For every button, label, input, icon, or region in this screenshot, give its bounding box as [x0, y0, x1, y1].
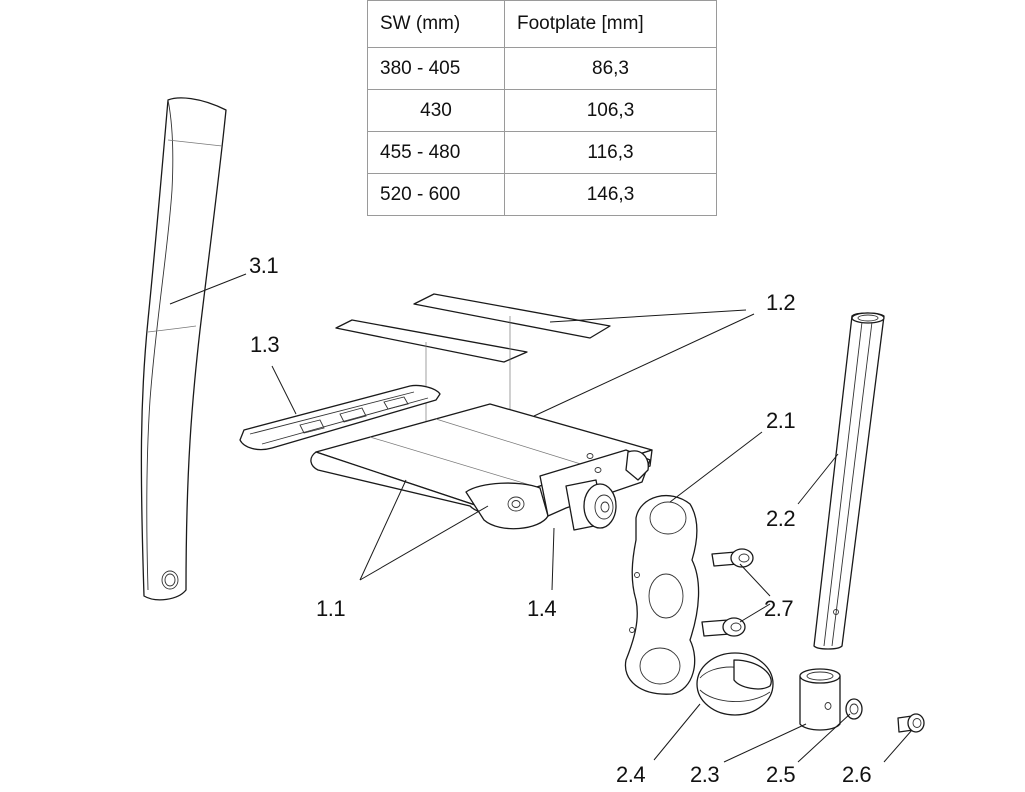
- part-1-4-roller: [565, 479, 617, 531]
- cell-footplate: 146,3: [504, 173, 717, 216]
- cell-footplate: 116,3: [504, 131, 717, 174]
- part-2-1-bracket: [624, 494, 700, 695]
- cell-sw: 520 - 600: [367, 173, 505, 216]
- part-2-7-bolts: [701, 548, 754, 637]
- table-header-row: SW (mm) Footplate [mm]: [367, 0, 717, 48]
- callout-2-3: 2.3: [690, 762, 719, 787]
- callout-1-4: 1.4: [527, 596, 556, 621]
- part-2-4-bushing: [696, 652, 774, 716]
- callout-2-2: 2.2: [766, 506, 795, 531]
- table-row: 380 - 405 86,3: [367, 47, 717, 90]
- table-row: 455 - 480 116,3: [367, 131, 717, 174]
- part-2-2-tube: [813, 312, 885, 650]
- part-2-3-sleeve: [799, 668, 841, 731]
- callout-2-4: 2.4: [616, 762, 645, 787]
- header-sw: SW (mm): [367, 0, 505, 48]
- cell-footplate: 86,3: [504, 47, 717, 90]
- table-row: 520 - 600 146,3: [367, 173, 717, 216]
- callout-labels: 3.1 1.2 1.3 2.1 2.2 1.1 1.4 2.7 2.4 2.3 …: [249, 253, 872, 787]
- table-row: 430 106,3: [367, 89, 717, 132]
- callout-2-1: 2.1: [766, 408, 795, 433]
- callout-2-5: 2.5: [766, 762, 795, 787]
- part-1-1-footplate: [310, 403, 653, 530]
- part-1-2-pads: [335, 293, 611, 455]
- callout-1-2: 1.2: [766, 290, 795, 315]
- callout-1-3: 1.3: [250, 332, 279, 357]
- cell-sw: 455 - 480: [367, 131, 505, 174]
- leader-lines: [169, 273, 913, 763]
- callout-1-1: 1.1: [316, 596, 345, 621]
- size-table: SW (mm) Footplate [mm] 380 - 405 86,3 43…: [367, 0, 717, 216]
- callout-2-7: 2.7: [764, 596, 793, 621]
- callout-2-6: 2.6: [842, 762, 871, 787]
- part-2-6-screw: [897, 713, 925, 733]
- part-3-1-strap: [140, 97, 227, 601]
- header-footplate: Footplate [mm]: [504, 0, 717, 48]
- callout-3-1: 3.1: [249, 253, 278, 278]
- cell-footplate: 106,3: [504, 89, 717, 132]
- part-1-3-clip: [239, 384, 441, 451]
